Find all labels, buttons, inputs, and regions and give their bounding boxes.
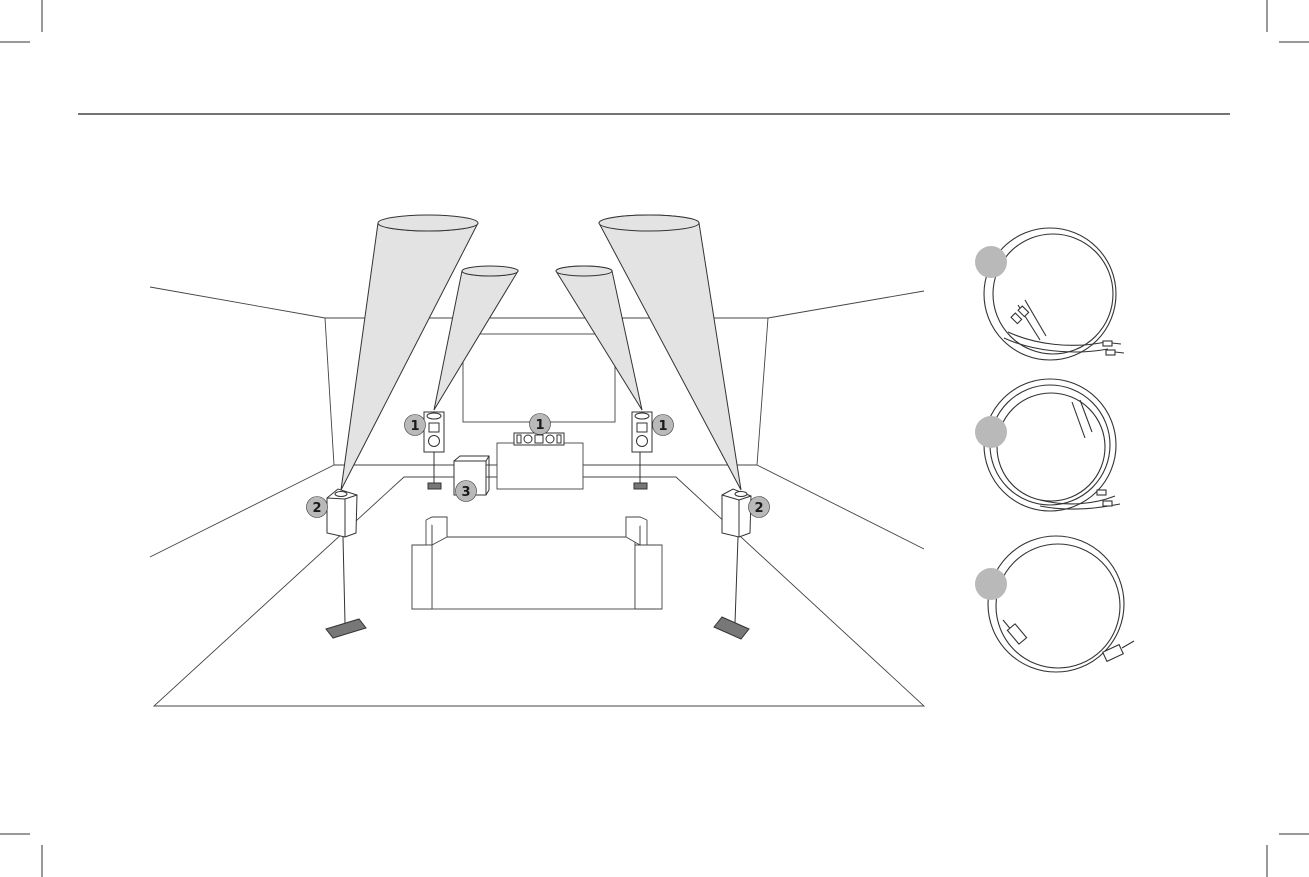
badge-subwoofer: 3: [456, 481, 477, 502]
tv-cabinet: [497, 443, 583, 489]
badge-front-left: 1: [405, 415, 426, 436]
svg-text:2: 2: [312, 501, 321, 516]
svg-text:1: 1: [410, 419, 419, 434]
speaker-cable-2: [975, 379, 1120, 511]
sofa: [412, 517, 662, 609]
badge-rear-right: 2: [749, 497, 770, 518]
badge-center: 1: [530, 414, 551, 435]
badge-front-right: 1: [653, 415, 674, 436]
svg-text:2: 2: [754, 501, 763, 516]
speaker-cable-1: [975, 228, 1124, 360]
badge-rear-left: 2: [307, 497, 328, 518]
cable-2-marker: [975, 416, 1007, 448]
subwoofer-cable: [975, 536, 1134, 672]
rear-left-speaker: [326, 489, 366, 638]
svg-text:3: 3: [461, 485, 470, 500]
rear-right-speaker: [714, 489, 751, 639]
projection-screen: [463, 334, 615, 422]
center-speaker: [514, 433, 564, 445]
cable-3-marker: [975, 568, 1007, 600]
cable-1-marker: [975, 246, 1007, 278]
svg-text:1: 1: [658, 419, 667, 434]
svg-text:1: 1: [535, 418, 544, 433]
